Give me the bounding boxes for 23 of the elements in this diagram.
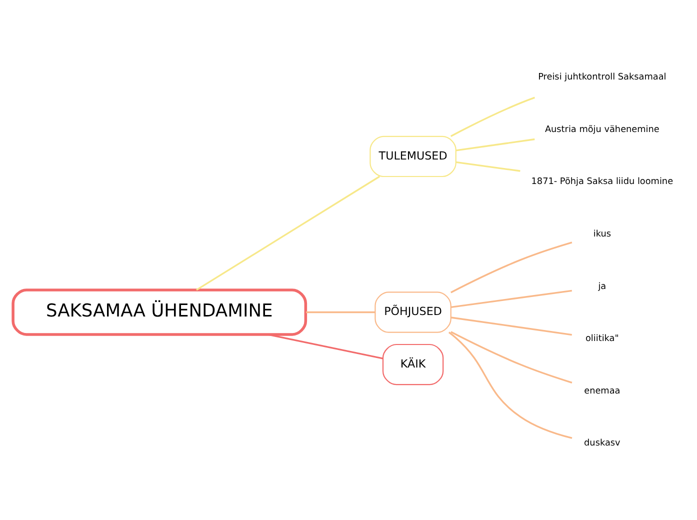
connector (450, 330, 572, 383)
connector (267, 333, 383, 359)
node-text: ikus (593, 228, 611, 239)
node-text: oliitika" (586, 334, 619, 344)
connector (450, 241, 572, 293)
connector (450, 316, 572, 336)
connector (306, 310, 376, 313)
connector (450, 289, 572, 308)
node-text: enemaa (584, 386, 620, 396)
node-text: Preisi juhtkontroll Saksamaal (538, 72, 666, 82)
node-text: ja (598, 281, 606, 292)
node-text: 1871- Põhja Saksa liidu loomine (531, 176, 674, 187)
node-box: PÕHJUSED (374, 291, 452, 332)
node-box: TULEMUSED (370, 135, 456, 177)
connector (450, 96, 536, 136)
node-box: SAKSAMAA ÜHENDAMINE (12, 288, 308, 336)
node-text: Austria mõju vähenemine (544, 124, 660, 134)
connector (456, 160, 520, 172)
node-box: KÄIK (382, 343, 444, 385)
connector (448, 331, 572, 438)
node-text: duskasv (584, 438, 620, 448)
connector (196, 175, 380, 290)
connector (456, 138, 535, 151)
